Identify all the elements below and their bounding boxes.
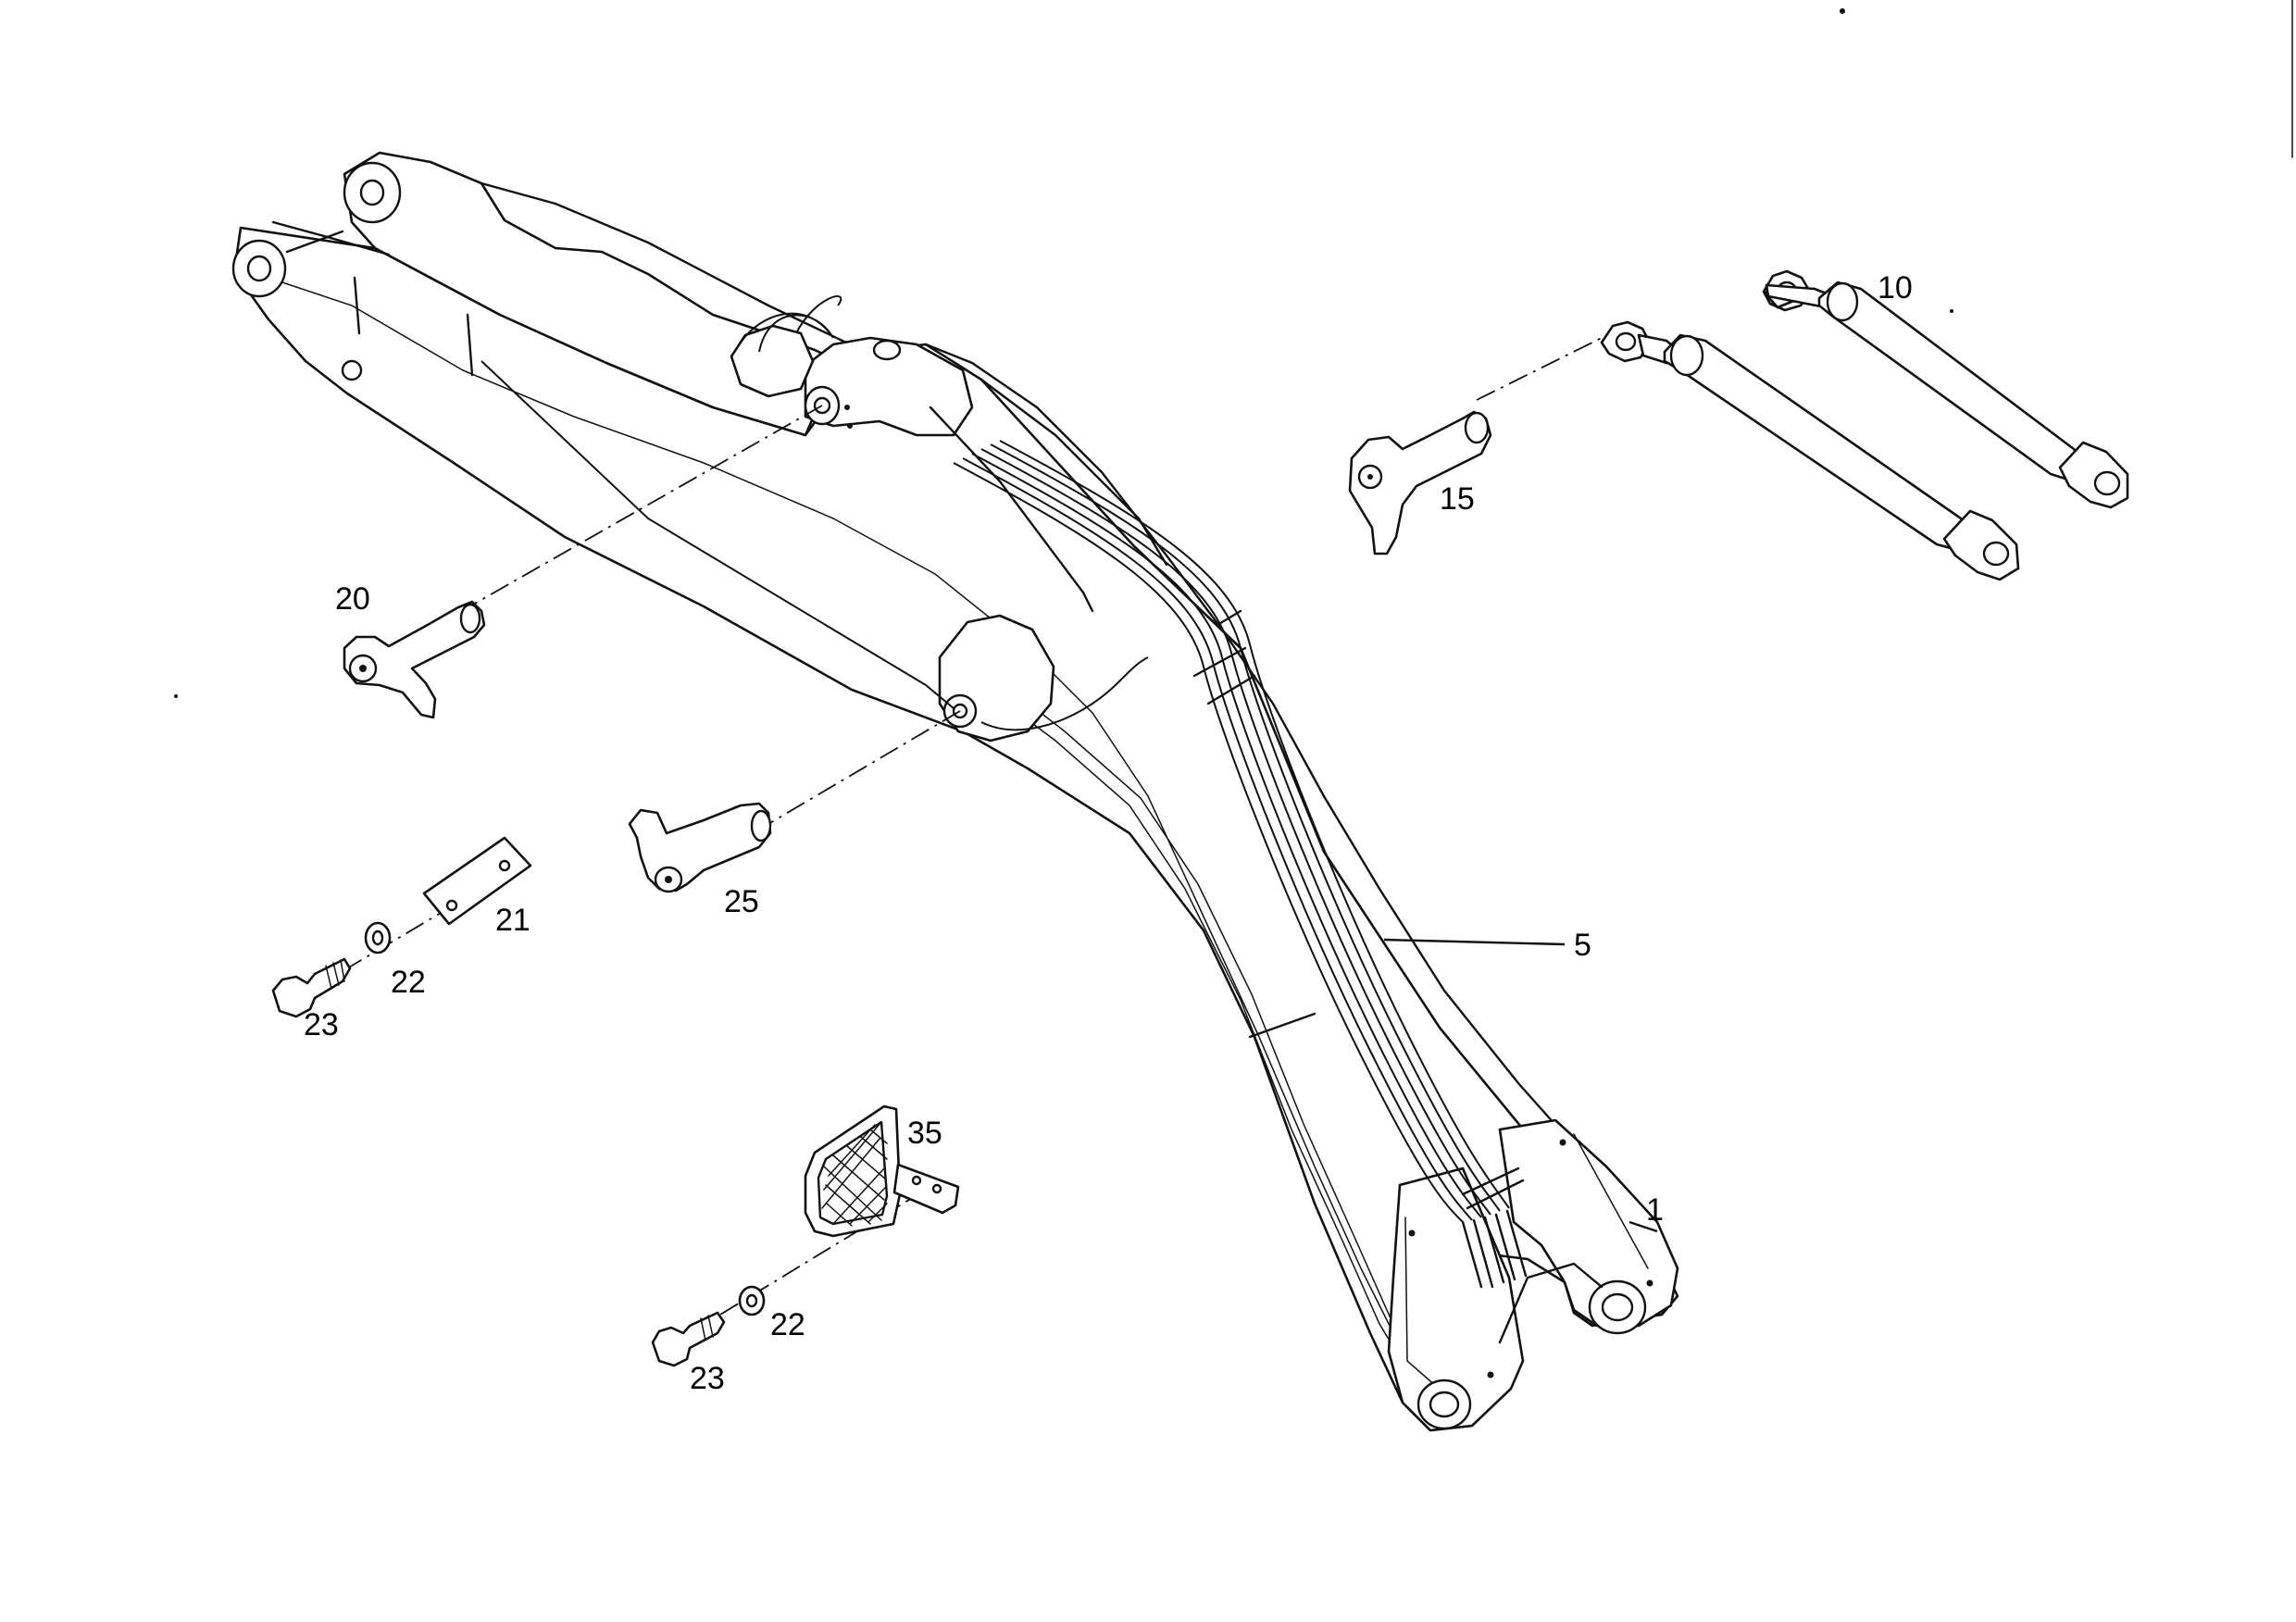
callout-5: 5 [1574,928,1591,963]
callout-35: 35 [907,1116,942,1151]
callout-1: 1 [1646,1192,1664,1228]
callout-15: 15 [1440,481,1475,517]
leader-1 [1628,1220,1658,1233]
scan-speck [174,694,178,698]
hose-bundle [480,295,1528,1289]
hydraulic-cylinders [1600,269,2129,581]
callout-22b: 22 [770,1307,805,1342]
callout-23b: 23 [690,1361,725,1396]
boom-arm [231,151,1679,1432]
bolt-23b [651,1311,726,1367]
grille-35 [804,1104,960,1238]
callout-23a: 23 [304,1007,339,1042]
washer-22b [738,1285,766,1316]
callout-20: 20 [335,581,370,617]
callout-22a: 22 [391,965,426,1000]
callout-10: 10 [1878,270,1913,306]
callout-25: 25 [724,884,759,919]
pin-25 [628,802,772,893]
pin-20 [343,600,486,719]
scan-speck [1950,309,1953,313]
plate-21 [422,836,532,926]
centerline-pin-25 [767,710,961,825]
leader-5 [1383,938,1566,946]
bolt-23a [271,957,352,1018]
centerline-pin-20 [453,405,823,617]
washer-22a [364,921,392,954]
centerline-pin-15 [1476,328,1621,401]
pin-15 [1348,410,1492,555]
callout-21: 21 [495,903,530,938]
scan-speck [1840,8,1845,14]
